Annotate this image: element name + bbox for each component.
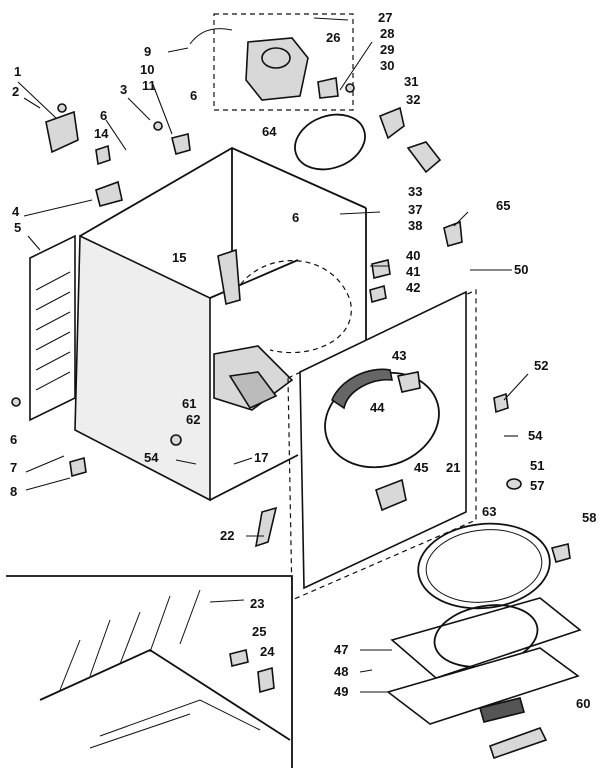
- callouts: 1 2 3 4 5 6 6 6 6 7 8 9 10 11 14 15 17 2…: [10, 10, 596, 711]
- callout-32: 32: [406, 92, 420, 107]
- callout-21: 21: [446, 460, 460, 475]
- hardware: [11, 103, 522, 548]
- callout-58: 58: [582, 510, 596, 525]
- motor-assembly: [189, 13, 355, 111]
- belt-ring: [294, 106, 442, 174]
- callout-49: 49: [334, 684, 348, 699]
- callout-33: 33: [408, 184, 422, 199]
- callout-5: 5: [14, 220, 21, 235]
- callout-54a: 54: [528, 428, 543, 443]
- callout-11: 11: [142, 78, 156, 93]
- door-assembly: [386, 522, 582, 760]
- callout-31: 31: [404, 74, 418, 89]
- callout-54b: 54: [144, 450, 159, 465]
- callout-57: 57: [530, 478, 544, 493]
- callout-10: 10: [140, 62, 154, 77]
- callout-6d: 6: [10, 432, 17, 447]
- leader-lines: [17, 17, 529, 693]
- callout-3: 3: [120, 82, 127, 97]
- callout-9: 9: [144, 44, 151, 59]
- callout-48: 48: [334, 664, 348, 679]
- callout-64: 64: [262, 124, 277, 139]
- callout-41: 41: [406, 264, 420, 279]
- callout-62: 62: [186, 412, 200, 427]
- callout-22: 22: [220, 528, 234, 543]
- callout-4: 4: [12, 204, 20, 219]
- callout-43: 43: [392, 348, 406, 363]
- callout-60: 60: [576, 696, 590, 711]
- rear-panel: [29, 180, 123, 422]
- harness-inset: [6, 575, 293, 768]
- callout-52: 52: [534, 358, 548, 373]
- callout-27: 27: [378, 10, 392, 25]
- callout-8: 8: [10, 484, 17, 499]
- callout-6a: 6: [100, 108, 107, 123]
- callout-2: 2: [12, 84, 19, 99]
- callout-24: 24: [260, 644, 275, 659]
- front-panel: [287, 289, 477, 601]
- callout-1: 1: [14, 64, 21, 79]
- callout-28: 28: [380, 26, 394, 41]
- callout-15: 15: [172, 250, 186, 265]
- callout-26: 26: [326, 30, 340, 45]
- callout-42: 42: [406, 280, 420, 295]
- dryer-cabinet: [74, 146, 367, 502]
- callout-47: 47: [334, 642, 348, 657]
- callout-23: 23: [250, 596, 264, 611]
- callout-45: 45: [414, 460, 428, 475]
- callout-38: 38: [408, 218, 422, 233]
- callout-7: 7: [10, 460, 17, 475]
- callout-50: 50: [514, 262, 528, 277]
- callout-51: 51: [530, 458, 544, 473]
- callout-44: 44: [370, 400, 385, 415]
- callout-61: 61: [182, 396, 196, 411]
- callout-14: 14: [94, 126, 109, 141]
- callout-65: 65: [496, 198, 510, 213]
- callout-30: 30: [380, 58, 394, 73]
- callout-25: 25: [252, 624, 266, 639]
- callout-29: 29: [380, 42, 394, 57]
- callout-63: 63: [482, 504, 496, 519]
- callout-37: 37: [408, 202, 422, 217]
- callout-6c: 6: [292, 210, 299, 225]
- callout-40: 40: [406, 248, 420, 263]
- callout-6b: 6: [190, 88, 197, 103]
- callout-17: 17: [254, 450, 268, 465]
